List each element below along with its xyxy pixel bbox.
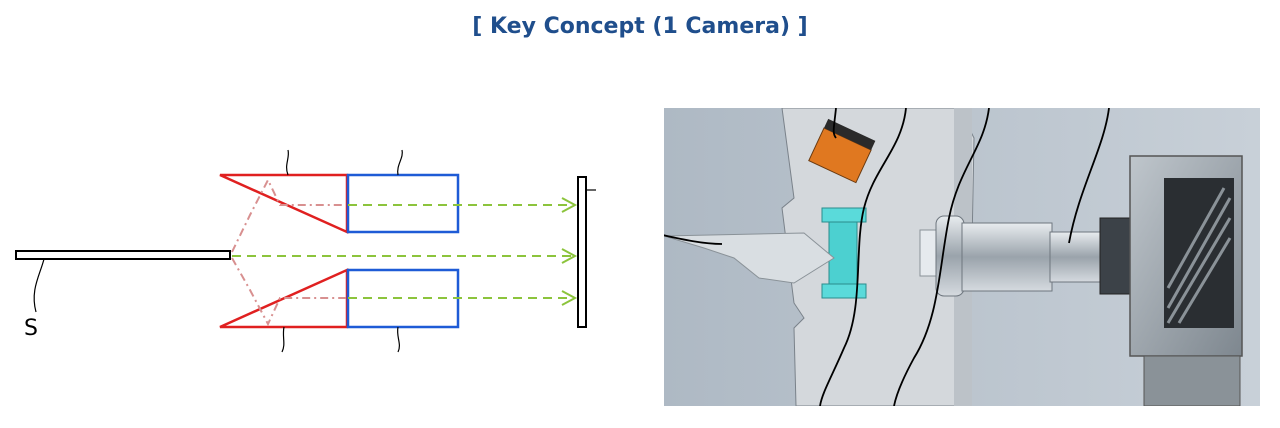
arrowhead-bottom <box>561 290 578 306</box>
top-prism <box>219 173 349 234</box>
lens-barrel <box>1049 231 1103 283</box>
beams <box>232 204 572 299</box>
optical-schematic <box>15 149 596 353</box>
bottom-block-leader <box>396 326 401 353</box>
leader-2 <box>819 108 907 406</box>
top-block-leader <box>397 149 403 176</box>
detector-plate <box>577 176 587 328</box>
specimen-rod <box>15 250 231 260</box>
arrowhead-middle <box>561 248 578 264</box>
slide-title: [ Key Concept (1 Camera) ] <box>472 14 808 39</box>
specimen-holder <box>821 207 867 299</box>
lens-front <box>935 215 965 297</box>
leader-4 <box>1068 108 1110 244</box>
top-block <box>346 173 460 234</box>
lens-body <box>961 222 1053 292</box>
specimen-leader-line <box>33 258 45 313</box>
bottom-prism-leader <box>281 326 285 353</box>
specimen-leader <box>664 234 723 245</box>
specimen-label: S <box>24 316 38 341</box>
camera-setup-render <box>664 108 1260 406</box>
top-prism-leader <box>285 149 290 176</box>
specimen-sheet <box>664 232 835 284</box>
arrowhead-top <box>561 197 578 213</box>
lens-mount <box>1099 217 1131 295</box>
camera-base <box>1143 355 1241 406</box>
orange-prism <box>808 118 876 184</box>
reflection-path-bottom <box>231 257 346 327</box>
leader-3 <box>893 108 990 406</box>
leader-1 <box>832 108 837 139</box>
reflection-path-top <box>231 177 346 253</box>
